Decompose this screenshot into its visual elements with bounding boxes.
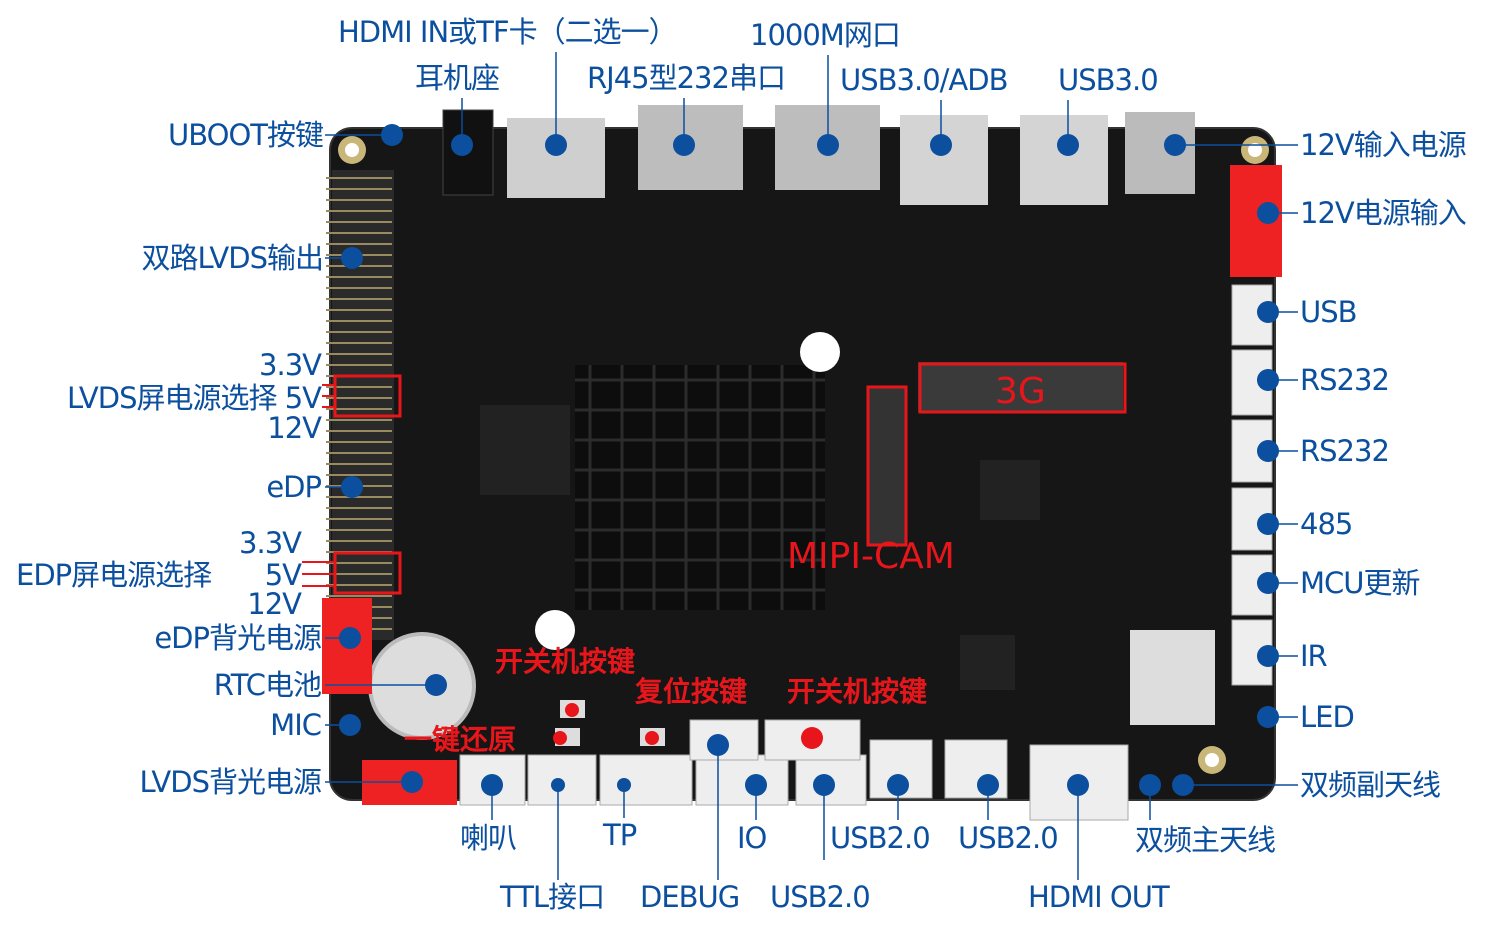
callout-dot [1164,134,1186,156]
label-headphone: 耳机座 [415,61,500,95]
callout-dot [817,134,839,156]
label-lvds-3v3: 3.3V [259,348,322,382]
label-edp-power-select: EDP屏电源选择 [16,558,212,592]
label-rs232-1: RS232 [1300,363,1390,397]
callout-dot [930,134,952,156]
usb30-adb-port [900,115,988,205]
label-edp-5v: 5V [264,558,302,592]
label-rj45-232: RJ45型232串口 [587,61,786,95]
callout-dot [801,727,823,749]
label-led: LED [1300,700,1355,734]
wifi-module [1130,630,1215,725]
callout-dot [1257,513,1279,535]
3g-slot [918,362,1123,412]
label-edp-12v: 12V [247,587,302,621]
label-tp: TP [603,818,637,852]
label-uboot: UBOOT按键 [168,118,324,152]
callout-dot [1257,440,1279,462]
label-usb: USB [1300,295,1358,329]
label-12v-connector: 12V电源输入 [1300,196,1467,230]
callout-dot [545,134,567,156]
label-aux-antenna: 双频副天线 [1300,768,1441,802]
label-rs232-2: RS232 [1300,434,1390,468]
label-main-antenna: 双频主天线 [1135,823,1276,857]
callout-dot [341,247,363,269]
callout-dot [1257,706,1279,728]
mipi-cam-connector [866,385,908,547]
callout-dot [1257,645,1279,667]
label-lvds-power-select: LVDS屏电源选择 5V [66,381,322,415]
usb30-port [1020,115,1108,205]
label-speaker: 喇叭 [460,821,517,855]
annotation-3g: 3G [995,371,1046,412]
label-edp-backlight: eDP背光电源 [154,621,322,655]
callout-dot [1257,369,1279,391]
label-ir: IR [1300,639,1328,673]
annotation-power-button-1: 开关机按键 [495,645,636,678]
label-io: IO [737,821,767,855]
callout-dot [707,734,729,756]
label-lvds-backlight: LVDS背光电源 [139,765,322,799]
label-mic: MIC [270,708,322,742]
callout-dot [425,674,447,696]
callout-dot [1257,301,1279,323]
headphone-jack [442,109,494,196]
callout-dot [341,476,363,498]
callout-dot [645,731,659,745]
dc-jack [1125,112,1195,194]
label-12v-input: 12V输入电源 [1300,128,1467,162]
callout-dot [1257,572,1279,594]
callout-dot [887,774,909,796]
callout-dot [381,124,403,146]
label-485: 485 [1300,507,1353,541]
callout-dot [617,778,631,792]
callout-dot [1257,202,1279,224]
annotation-one-key-restore: 一键还原 [404,723,517,756]
callout-dot [977,774,999,796]
callout-dot [551,778,565,792]
chip [480,405,570,495]
label-debug: DEBUG [640,880,740,914]
label-usb20-3: USB2.0 [770,880,871,914]
callout-dot [1172,774,1194,796]
label-edp: eDP [266,470,322,504]
callout-dot [401,771,423,793]
callout-dot [339,627,361,649]
callout-dot [673,134,695,156]
label-mcu-update: MCU更新 [1300,566,1420,600]
callout-dot [745,774,767,796]
label-lvds-12v: 12V [267,411,322,445]
callout-dot [451,134,473,156]
label-rtc: RTC电池 [213,668,322,702]
callout-dot [1139,774,1161,796]
label-hdmi-out: HDMI OUT [1028,880,1170,914]
callout-dot [1067,774,1089,796]
label-ttl: TTL接口 [500,880,605,914]
label-usb20-1: USB2.0 [830,821,931,855]
annotation-power-button-2: 开关机按键 [787,675,928,708]
pin-header [332,170,394,640]
callout-dot [339,714,361,736]
label-edp-3v3: 3.3V [239,526,302,560]
label-ethernet: 1000M网口 [750,18,901,52]
annotation-reset-button: 复位按键 [635,675,748,708]
callout-dot [553,731,567,745]
label-usb20-2: USB2.0 [958,821,1059,855]
label-hdmi-in-tf: HDMI IN或TF卡（二选一） [338,15,678,49]
label-usb30: USB3.0 [1058,63,1159,97]
annotation-mipi-cam: MIPI-CAM [787,536,955,577]
label-usb30-adb: USB3.0/ADB [840,63,1008,97]
callout-dot [481,774,503,796]
label-dual-lvds: 双路LVDS输出 [141,241,324,275]
callout-dot [565,703,579,717]
callout-dot [1057,134,1079,156]
callout-dot [813,774,835,796]
